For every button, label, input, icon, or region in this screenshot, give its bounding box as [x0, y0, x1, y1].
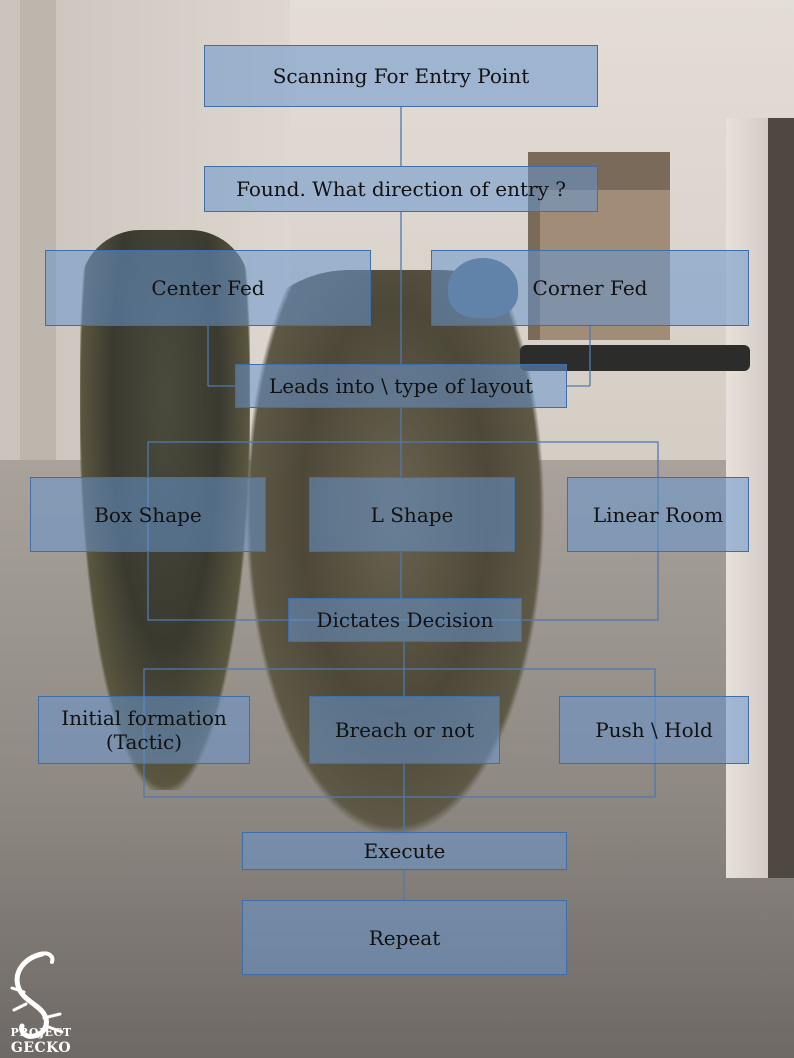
node-linear-room: Linear Room [567, 477, 749, 552]
node-breach-or-not: Breach or not [309, 696, 500, 764]
node-push-hold: Push \ Hold [559, 696, 749, 764]
node-center-fed: Center Fed [45, 250, 371, 326]
background-door-frame [768, 118, 794, 878]
gecko-icon [10, 951, 64, 1039]
node-found-direction-of-entry: Found. What direction of entry ? [204, 166, 598, 212]
logo-line-project: PROJECT [10, 1026, 72, 1039]
logo-line-gecko: GECKO [10, 1040, 72, 1056]
node-corner-fed: Corner Fed [431, 250, 749, 326]
node-dictates-decision: Dictates Decision [288, 598, 522, 642]
background-pillar [20, 0, 56, 470]
node-box-shape: Box Shape [30, 477, 266, 552]
node-leads-into-layout: Leads into \ type of layout [235, 364, 567, 408]
node-execute: Execute [242, 832, 567, 870]
node-repeat: Repeat [242, 900, 567, 975]
node-initial-formation: Initial formation (Tactic) [38, 696, 250, 764]
node-scanning-for-entry-point: Scanning For Entry Point [204, 45, 598, 107]
node-l-shape: L Shape [309, 477, 515, 552]
